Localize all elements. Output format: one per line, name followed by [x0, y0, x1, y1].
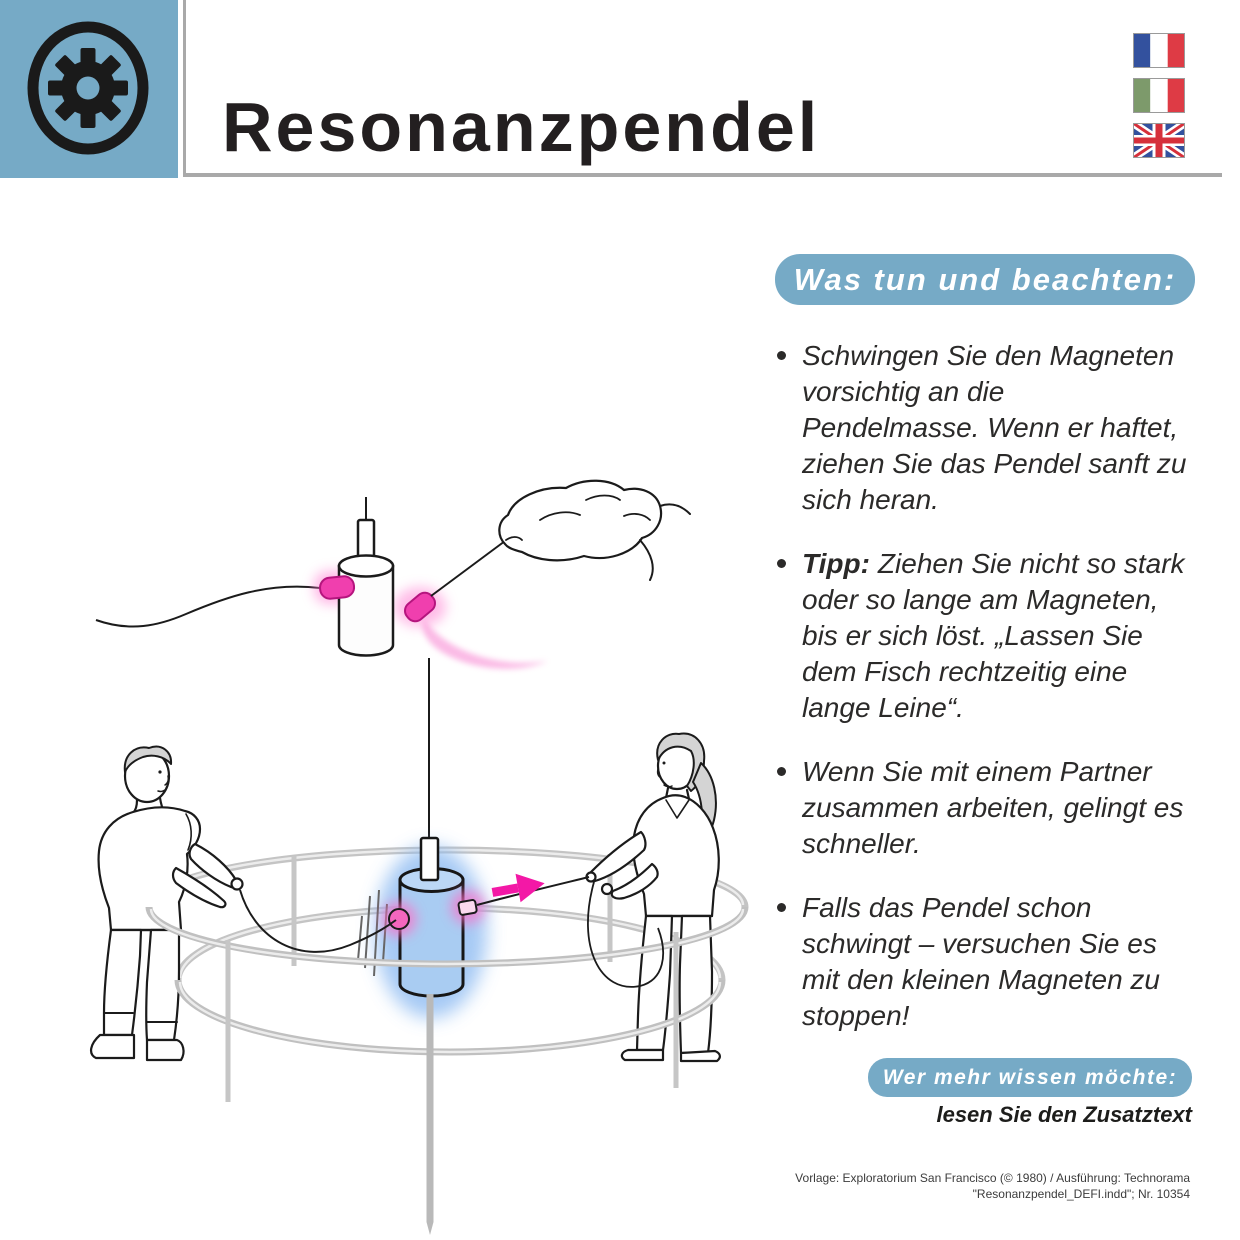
detail-magnet-pulled	[403, 591, 437, 623]
bullet-1-text: Schwingen Sie den Magneten vorsichtig an…	[802, 340, 1187, 515]
footer-line-1: Vorlage: Exploratorium San Francisco (© …	[795, 1171, 1190, 1185]
exhibit-illustration	[90, 479, 749, 1235]
footer-line-2: "Resonanzpendel_DEFI.indd"; Nr. 10354	[972, 1187, 1190, 1201]
pendulum-table-scene	[90, 658, 749, 1235]
bullet-item-3: Wenn Sie mit einem Partner zusammen arbe…	[775, 754, 1189, 862]
circular-railing-front	[145, 906, 749, 1235]
page-title: Resonanzpendel	[222, 88, 821, 166]
detail-pull-string	[430, 540, 506, 597]
instructions-bullet-list: Schwingen Sie den Magneten vorsichtig an…	[775, 338, 1189, 1062]
footer-credits: Vorlage: Exploratorium San Francisco (© …	[700, 1170, 1190, 1202]
italy-flag-icon	[1133, 78, 1185, 113]
bullet-2-prefix: Tipp:	[802, 548, 870, 579]
hand-icon	[498, 479, 691, 581]
bullet-item-2: Tipp:Ziehen Sie nicht so stark oder so l…	[775, 546, 1189, 726]
bullet-3-text: Wenn Sie mit einem Partner zusammen arbe…	[802, 756, 1184, 859]
bullet-item-1: Schwingen Sie den Magneten vorsichtig an…	[775, 338, 1189, 518]
header-band	[183, 0, 1222, 177]
more-info-heading: Wer mehr wissen möchte:	[868, 1058, 1192, 1097]
uk-flag-icon	[1133, 123, 1185, 158]
language-flags	[1133, 33, 1187, 168]
motion-swoosh	[422, 620, 548, 669]
instructions-heading: Was tun und beachten:	[775, 254, 1195, 305]
bullet-item-4: Falls das Pendel schon schwingt – versuc…	[775, 890, 1189, 1034]
string-left	[239, 889, 397, 953]
bullet-4-text: Falls das Pendel schon schwingt – versuc…	[802, 892, 1160, 1031]
detail-magnet-left	[319, 575, 356, 600]
bob-top-rod	[419, 836, 440, 882]
string-loop	[587, 881, 665, 988]
more-info-note: lesen Sie den Zusatztext	[936, 1102, 1192, 1127]
france-flag-icon	[1133, 33, 1185, 68]
detail-string-left	[95, 585, 321, 628]
gear-icon	[27, 21, 149, 155]
person-left-man	[90, 745, 244, 1062]
hand-pulling-magnet-detail	[95, 479, 691, 669]
category-tile	[0, 0, 178, 178]
pull-direction-arrow	[491, 873, 545, 903]
magnet-left	[388, 908, 410, 930]
bullet-2-text: Ziehen Sie nicht so stark oder so lange …	[802, 548, 1185, 723]
magnet-right	[457, 899, 478, 916]
